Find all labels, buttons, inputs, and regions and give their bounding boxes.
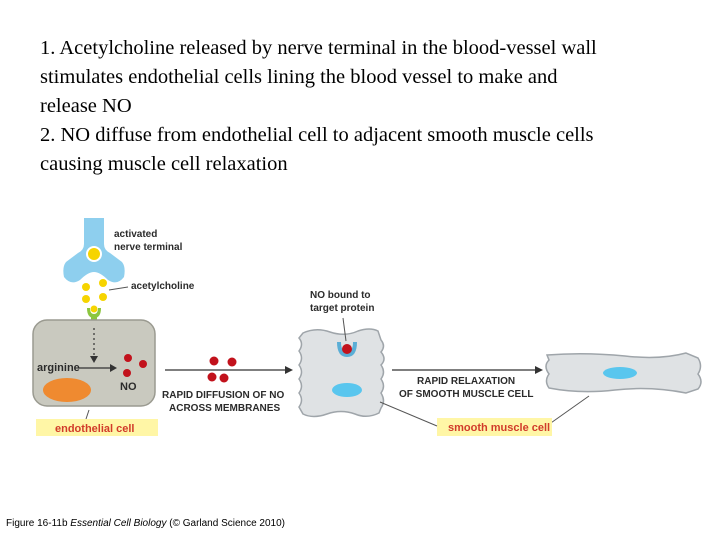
no-molecule <box>219 373 229 383</box>
acetylcholine-label: acetylcholine <box>131 281 195 292</box>
nerve-vesicle <box>86 246 102 262</box>
arginine-label: arginine <box>37 362 80 374</box>
relaxed-cell-nucleus <box>603 367 637 379</box>
signal-arrow-head <box>90 356 98 363</box>
body-text: 1. Acetylcholine released by nerve termi… <box>40 34 712 179</box>
caption-prefix: Figure 16-11b <box>6 518 71 529</box>
endothelial-cell-label: endothelial cell <box>55 423 134 435</box>
text-line: causing muscle cell relaxation <box>40 153 288 175</box>
label-pointer <box>547 395 590 426</box>
no-label: NO <box>120 381 137 393</box>
caption-suffix: (© Garland Science 2010) <box>166 518 286 529</box>
no-molecule <box>207 372 217 382</box>
bound-no-molecule <box>342 344 352 354</box>
activated-label: activated <box>114 229 157 240</box>
acetylcholine-receptor <box>87 308 101 318</box>
no-bound-label: NO bound to <box>310 290 371 301</box>
endothelial-nucleus <box>43 378 91 402</box>
text-line: stimulates endothelial cells lining the … <box>40 66 558 88</box>
text-line: 1. Acetylcholine released by nerve termi… <box>40 37 597 59</box>
label-pointer <box>379 401 438 427</box>
acetylcholine-molecule <box>99 279 107 287</box>
nerve-terminal-label: nerve terminal <box>114 242 183 253</box>
across-membranes-label: ACROSS MEMBRANES <box>169 403 280 414</box>
text-line: release NO <box>40 95 132 117</box>
text-line: 2. NO diffuse from endothelial cell to a… <box>40 124 594 146</box>
smooth-muscle-nucleus <box>332 383 362 397</box>
synthesis-arrow-head <box>110 364 117 372</box>
no-molecule <box>227 357 237 367</box>
no-molecule <box>123 369 131 377</box>
bound-acetylcholine <box>90 305 98 313</box>
target-protein <box>337 342 357 357</box>
no-molecule <box>124 354 132 362</box>
acetylcholine-molecule <box>99 293 107 301</box>
figure-caption: Figure 16-11b Essential Cell Biology (© … <box>6 518 285 529</box>
smooth-muscle-cell-label-box <box>437 418 552 436</box>
acetylcholine-molecule <box>82 295 90 303</box>
caption-book-title: Essential Cell Biology <box>70 518 167 529</box>
endothelial-cell-label-box <box>36 419 158 436</box>
rapid-diffusion-label: RAPID DIFFUSION OF NO <box>162 390 284 401</box>
contracted-smooth-muscle-cell <box>298 328 385 418</box>
rapid-relaxation-label: RAPID RELAXATION <box>417 376 515 387</box>
label-pointer <box>85 409 90 420</box>
smooth-muscle-cell-label: smooth muscle cell <box>448 422 550 434</box>
no-molecule <box>209 356 219 366</box>
relaxation-arrow-head <box>535 366 543 374</box>
smooth-muscle-relaxation-label: OF SMOOTH MUSCLE CELL <box>399 389 533 400</box>
acetylcholine-molecule <box>82 283 90 291</box>
target-protein-label: target protein <box>310 303 374 314</box>
diffusion-arrow-head <box>285 366 293 374</box>
no-molecule <box>139 360 147 368</box>
label-pointer <box>108 286 129 291</box>
label-pointer <box>342 317 347 342</box>
